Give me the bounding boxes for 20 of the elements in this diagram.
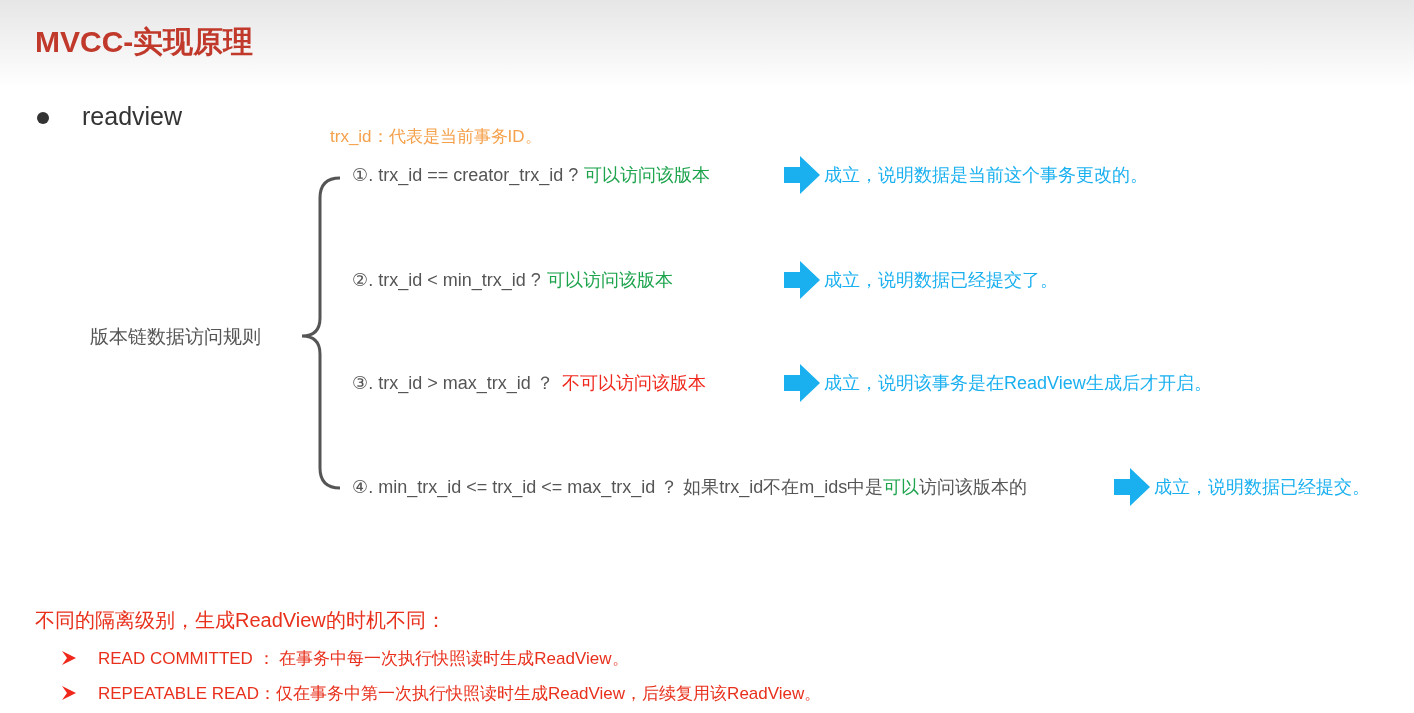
result-text: 成立，说明数据是当前这个事务更改的。 (824, 162, 1148, 188)
access-note: 不可以访问该版本 (561, 373, 706, 393)
access-note: 可以 (883, 477, 920, 497)
condition-text: ①. trx_id == creator_trx_id ? (352, 165, 579, 185)
definition-note: trx_id：代表是当前事务ID。 (330, 126, 542, 148)
bullet-text: readview (82, 102, 183, 131)
result-text: 成立，说明数据已经提交。 (1154, 474, 1370, 500)
note-heading: 不同的隔离级别，生成ReadView的时机不同： (35, 608, 446, 633)
list-item: READ COMMITTED ： 在事务中每一次执行快照读时生成ReadView。 (98, 648, 629, 670)
result-text: 成立，说明数据已经提交了。 (824, 267, 1058, 293)
rule-heading: 版本链数据访问规则 (90, 325, 261, 349)
condition-text: ④. min_trx_id <= trx_id <= max_trx_id ？ 如果trx_id不在m_ids中是 (352, 477, 884, 497)
title: MVCC-实现原理 (35, 24, 254, 60)
access-note: 访问该版本的 (919, 477, 1028, 497)
access-note: 可以访问该版本 (546, 270, 673, 290)
result-text: 成立，说明该事务是在ReadView生成后才开启。 (824, 370, 1212, 396)
condition-text: ③. trx_id > max_trx_id ？ (352, 373, 554, 393)
list-item: REPEATABLE READ：仅在事务中第一次执行快照读时生成ReadView，后续复用该ReadView。 (98, 683, 822, 705)
access-note: 可以访问该版本 (584, 165, 711, 185)
condition-text: ②. trx_id < min_trx_id ? (352, 270, 541, 290)
